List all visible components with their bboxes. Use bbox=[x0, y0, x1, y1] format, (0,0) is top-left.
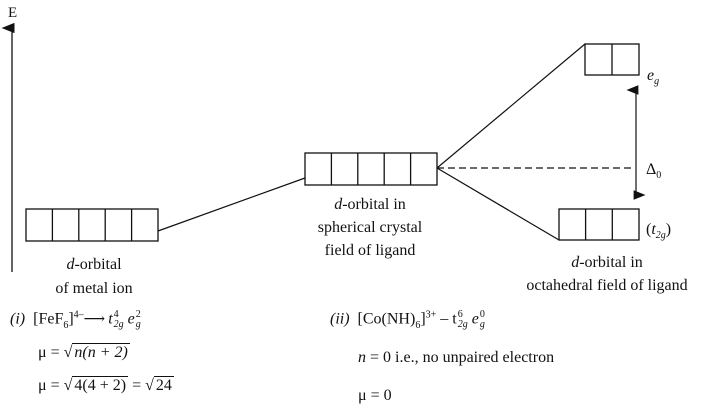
connector-lines bbox=[157, 43, 586, 241]
spherical-label: d-orbital in bbox=[334, 196, 406, 213]
example-i-calculation: μ = √4(4 + 2) = √24 bbox=[38, 376, 174, 394]
t2g-orbital-boxes bbox=[558, 208, 640, 241]
energy-axis-label: E bbox=[8, 5, 18, 21]
t2g-label: (t2g) bbox=[646, 221, 672, 242]
spherical-label-line3: field of ligand bbox=[324, 242, 416, 259]
splitting-label: Δ0 bbox=[646, 161, 662, 182]
spherical-label-line2: spherical crystal bbox=[317, 219, 423, 236]
example-ii-mu: μ = 0 bbox=[358, 387, 392, 404]
example-i-formula: μ = √n(n + 2) bbox=[38, 343, 130, 361]
eg-orbital-boxes bbox=[584, 43, 640, 76]
spherical-orbital-boxes bbox=[304, 152, 438, 186]
metal-ion-label: d-orbital bbox=[66, 256, 122, 273]
octahedral-label: d-orbital in bbox=[571, 254, 643, 271]
example-ii-unpaired: n = 0 i.e., no unpaired electron bbox=[358, 349, 555, 366]
eg-label: eg bbox=[647, 67, 660, 88]
octahedral-label-line2: octahedral field of ligand bbox=[526, 277, 688, 294]
metal-ion-label-line2: of metal ion bbox=[55, 280, 133, 297]
metal-ion-orbital-boxes bbox=[25, 208, 159, 242]
